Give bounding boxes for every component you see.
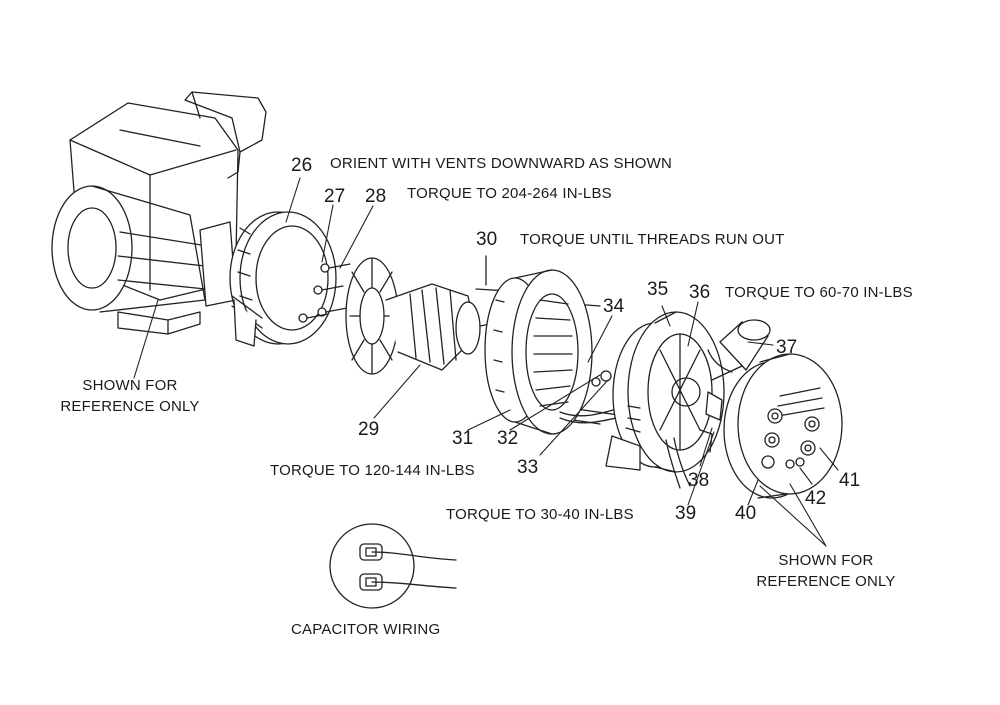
reference-note-right-line2: REFERENCE ONLY — [756, 573, 896, 590]
note-orient-vents: ORIENT WITH VENTS DOWNWARD AS SHOWN — [330, 155, 673, 172]
note-torque-30-40: TORQUE TO 30-40 IN-LBS — [446, 506, 634, 523]
callout-39: 39 — [675, 503, 697, 524]
callout-31: 31 — [452, 428, 474, 449]
leader-lines — [133, 177, 839, 547]
part-35-end-bell — [605, 311, 725, 489]
callout-32: 32 — [497, 428, 519, 449]
part-40-42-panel — [723, 353, 843, 499]
callout-42: 42 — [805, 488, 827, 509]
note-torque-threads: TORQUE UNTIL THREADS RUN OUT — [520, 231, 785, 248]
callout-35: 35 — [647, 279, 669, 300]
reference-note-right-line1: SHOWN FOR — [778, 552, 874, 569]
part-29-rotor — [345, 257, 501, 375]
callout-37: 37 — [776, 337, 798, 358]
note-torque-60-70: TORQUE TO 60-70 IN-LBS — [725, 284, 913, 301]
callout-36: 36 — [689, 282, 711, 303]
callout-40: 40 — [735, 503, 757, 524]
part-38-39-brackets — [699, 365, 743, 453]
callout-28: 28 — [365, 186, 387, 207]
part-37-capacitor — [707, 319, 771, 373]
note-torque-120-144: TORQUE TO 120-144 IN-LBS — [270, 462, 475, 479]
callout-26: 26 — [291, 155, 313, 176]
caption-capacitor-wiring: CAPACITOR WIRING — [291, 621, 441, 638]
note-torque-204-264: TORQUE TO 204-264 IN-LBS — [407, 185, 612, 202]
part-27-28-bolts — [298, 263, 351, 323]
callout-30: 30 — [476, 229, 498, 250]
callout-34: 34 — [603, 296, 625, 317]
engine-illustration — [51, 91, 267, 335]
callout-41: 41 — [839, 470, 861, 491]
part-26-adapter — [229, 211, 337, 347]
reference-note-left-line2: REFERENCE ONLY — [60, 398, 200, 415]
part-31-stator — [484, 269, 593, 435]
capacitor-wiring-inset — [329, 523, 457, 609]
callout-33: 33 — [517, 457, 539, 478]
reference-note-left-line1: SHOWN FOR — [82, 377, 178, 394]
callout-38: 38 — [688, 470, 710, 491]
callout-27: 27 — [324, 186, 346, 207]
callout-29: 29 — [358, 419, 380, 440]
